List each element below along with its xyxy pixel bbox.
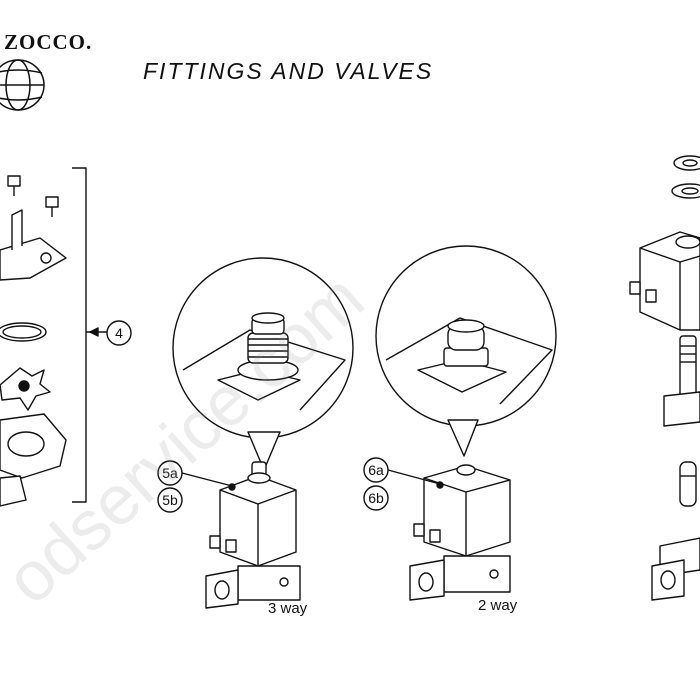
brand-logo-text: ZOCCO. — [4, 30, 93, 54]
callout-label-5b: 5b — [162, 492, 178, 508]
terminal-icon — [645, 289, 657, 303]
terminal-icon — [413, 523, 425, 537]
callout-5a — [157, 460, 236, 491]
callout-6a — [363, 457, 444, 489]
callout-label-6a: 6a — [368, 462, 384, 478]
callout-5b — [157, 487, 183, 513]
detail-pointer — [447, 419, 479, 457]
terminal-icon — [429, 529, 441, 543]
cover-plate-icon — [0, 237, 67, 281]
right-assembly — [629, 155, 700, 601]
callout-label-4: 4 — [115, 325, 123, 341]
detail-circle-2way — [375, 245, 557, 427]
callout-6b — [363, 485, 389, 511]
plunger-tube-icon — [679, 335, 697, 397]
page-title: FITTINGS AND VALVES — [143, 58, 434, 84]
terminal-icon — [209, 535, 221, 549]
solenoid-valve-2way — [409, 464, 511, 601]
caption-2way: 2 way — [478, 597, 518, 614]
left-assembly — [0, 175, 67, 507]
group-bracket — [72, 167, 108, 503]
callout-label-5a: 5a — [162, 465, 178, 481]
terminal-icon — [629, 281, 641, 295]
callout-label-6b: 6b — [368, 490, 384, 506]
terminal-icon — [225, 539, 237, 553]
caption-3way: 3 way — [268, 600, 308, 617]
screw-icon — [45, 196, 59, 208]
detail-circle-3way — [172, 257, 354, 439]
solenoid-valve-3way — [205, 461, 301, 609]
plunger-icon — [679, 461, 697, 507]
globe-logo-icon — [0, 59, 45, 111]
callout-group-4 — [106, 320, 132, 346]
detail-pointer — [247, 431, 281, 471]
screw-icon — [7, 175, 21, 187]
